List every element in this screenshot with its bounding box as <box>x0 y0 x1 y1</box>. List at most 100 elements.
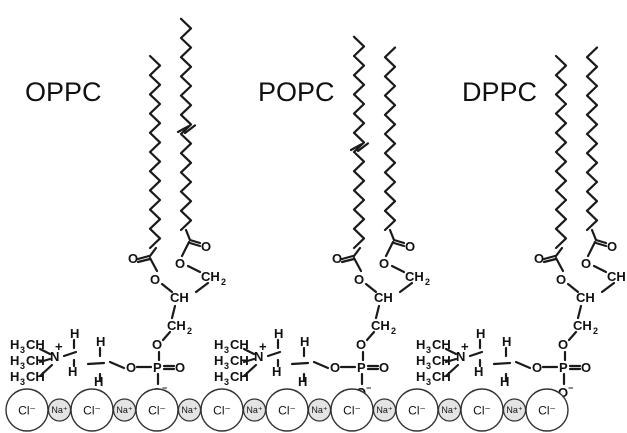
chain-link-2 <box>388 228 396 242</box>
double-bond <box>176 125 190 134</box>
phosphate-oxygen-right: O <box>175 360 185 375</box>
methyl-1-h: H <box>416 337 425 352</box>
ion-layer: Cl⁻Na⁺Cl⁻Na⁺Cl⁻Na⁺Cl⁻Na⁺Cl⁻Na⁺Cl⁻Na⁺Cl⁻N… <box>5 388 569 432</box>
glycerol-bond-3 <box>600 281 616 294</box>
chloride-label: Cl⁻ <box>148 404 166 418</box>
choline-bond-2 <box>492 361 512 366</box>
methyl-3-c: CH <box>432 369 451 384</box>
lipid-name-label: POPC <box>258 77 335 107</box>
methyl-3-c: CH <box>26 369 45 384</box>
phosphate-oxygen-top: O <box>356 337 366 352</box>
chain-path <box>352 35 366 250</box>
choline-h-2: H <box>500 374 509 389</box>
methyl-3-c: CH <box>230 369 249 384</box>
sodium-label: Na⁺ <box>311 405 328 415</box>
acyl-chain-sn1 <box>148 54 162 250</box>
chloride-ion: Cl⁻ <box>395 388 439 432</box>
carbonyl-bond-1 <box>136 254 151 261</box>
choline-bond-2 <box>290 361 310 366</box>
methyl-2-c: CH <box>230 353 249 368</box>
chain-path <box>148 54 162 250</box>
carbonyl-bond-1b <box>542 257 558 264</box>
sodium-label: Na⁺ <box>506 405 523 415</box>
glycerol-ch2-top-sub: 2 <box>221 277 226 287</box>
sodium-label: Na⁺ <box>441 405 458 415</box>
glycerol-ch2-bottom: CH <box>573 318 592 333</box>
ester-bond-2 <box>180 240 191 258</box>
choline-h-1: H <box>300 334 309 349</box>
sodium-ion: Na⁺ <box>307 398 332 422</box>
choline-h-3: H <box>476 326 485 341</box>
choline-bond-3 <box>468 350 484 358</box>
phosphate-oxygen-top: O <box>558 337 568 352</box>
chain-path <box>585 46 599 232</box>
acyl-chain-sn2 <box>176 17 197 232</box>
sodium-ion: Na⁺ <box>47 398 72 422</box>
carbonyl-bond-2 <box>188 238 202 245</box>
glycerol-bond-5 <box>567 330 578 342</box>
glycerol-bond-5 <box>161 330 172 342</box>
methyl-bond-1 <box>444 347 458 356</box>
glycerol-bond-2 <box>390 264 406 274</box>
methyl-bond-3 <box>38 363 54 378</box>
ester-oxygen-1: O <box>354 272 364 287</box>
chain-path <box>383 46 397 232</box>
chloride-label: Cl⁻ <box>83 404 101 418</box>
glycerol-bond-3 <box>194 281 210 294</box>
chloride-ion: Cl⁻ <box>200 388 244 432</box>
ester-oxygen-1: O <box>556 272 566 287</box>
chloride-ion: Cl⁻ <box>460 388 504 432</box>
phosphate-oxygen-left: O <box>532 360 542 375</box>
phosphate-oxygen-bottom: O <box>558 385 568 400</box>
phosphorus-atom: P <box>153 360 162 375</box>
glycerol-bond-2 <box>186 264 202 274</box>
methyl-bond-2 <box>38 357 52 364</box>
carbonyl-bond-1 <box>340 254 355 261</box>
ester-bond-1 <box>148 256 159 273</box>
ester-bond-1 <box>352 256 363 273</box>
glycerol-ch: CH <box>576 290 595 305</box>
glycerol-ch2-bottom-sub: 2 <box>391 326 396 336</box>
glycerol-ch2-bottom-sub: 2 <box>187 326 192 336</box>
chloride-label: Cl⁻ <box>473 404 491 418</box>
methyl-2-h: H <box>214 353 223 368</box>
carbonyl-bond-2b <box>594 241 608 248</box>
choline-h-3: H <box>70 326 79 341</box>
sodium-ion: Na⁺ <box>112 398 137 422</box>
methyl-3-sub: 3 <box>20 377 25 387</box>
carbonyl-oxygen-1: O <box>128 251 138 266</box>
phosphorus-atom: P <box>357 360 366 375</box>
choline-h-1: H <box>96 334 105 349</box>
ester-oxygen-1: O <box>150 272 160 287</box>
glycerol-bond-4 <box>170 304 177 320</box>
chain-link-1 <box>148 246 158 258</box>
methyl-2-sub: 3 <box>426 361 431 371</box>
methyl-bond-3 <box>242 363 258 378</box>
methyl-bond-2 <box>444 357 458 364</box>
glycerol-ch2-bottom: CH <box>371 318 390 333</box>
glycerol-bond-1 <box>364 282 378 294</box>
acyl-chain-sn1 <box>554 54 568 250</box>
methyl-3-h: H <box>416 369 425 384</box>
chloride-label: Cl⁻ <box>408 404 426 418</box>
sodium-label: Na⁺ <box>51 405 68 415</box>
carbonyl-bond-1b <box>136 257 152 264</box>
methyl-2-sub: 3 <box>20 361 25 371</box>
phosphate-charge: − <box>366 383 371 393</box>
sodium-ion: Na⁺ <box>372 398 397 422</box>
chain-link-2 <box>184 228 192 242</box>
double-bond <box>183 124 197 135</box>
glycerol-ch: CH <box>170 290 189 305</box>
methyl-3-sub: 3 <box>224 377 229 387</box>
choline-bond-2 <box>86 361 106 366</box>
chain-link-2 <box>590 228 598 242</box>
carbonyl-bond-1 <box>542 254 557 261</box>
glycerol-bond-3 <box>398 281 414 294</box>
methyl-bond-3 <box>444 363 460 378</box>
glycerol-ch2-top: CH <box>607 269 626 284</box>
lipid-name-label: OPPC <box>25 77 102 107</box>
glycerol-bond-4 <box>576 304 583 320</box>
